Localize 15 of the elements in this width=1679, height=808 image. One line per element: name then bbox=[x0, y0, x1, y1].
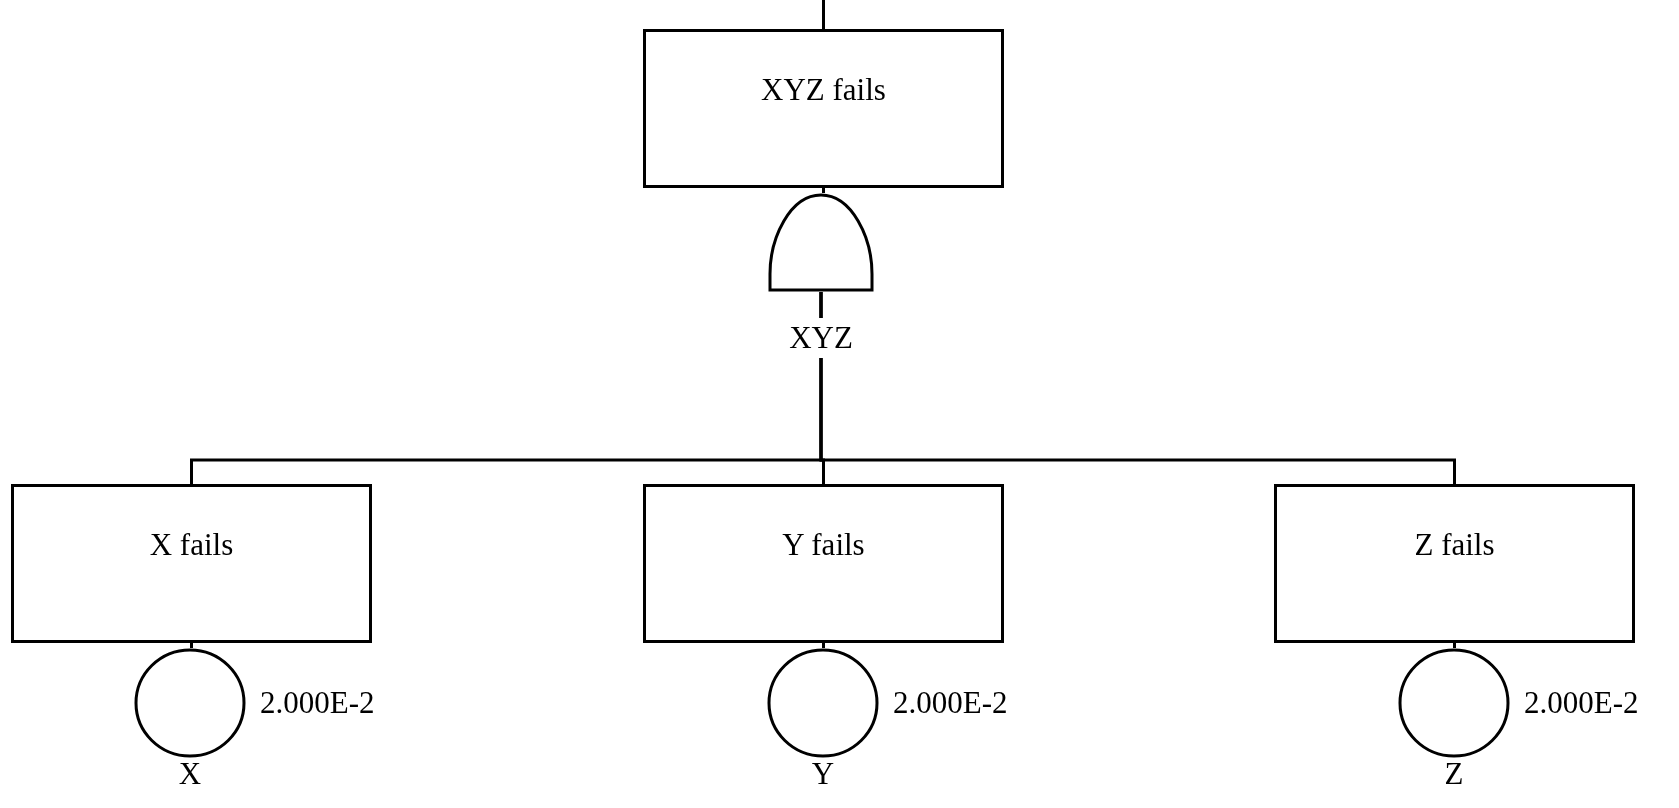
basic-event-circle bbox=[1398, 648, 1510, 758]
connector-line bbox=[819, 292, 1456, 484]
gate-name: XYZ bbox=[789, 318, 853, 358]
connector-line bbox=[1453, 643, 1456, 648]
connector-line bbox=[822, 643, 825, 648]
basic-event-circle bbox=[134, 648, 246, 758]
connector-line bbox=[822, 188, 825, 193]
event-box: X fails bbox=[11, 484, 372, 643]
event-box: XYZ fails bbox=[643, 29, 1004, 188]
connector-line bbox=[190, 643, 193, 648]
event-box: Y fails bbox=[643, 484, 1004, 643]
event-box: Z fails bbox=[1274, 484, 1635, 643]
and-gate bbox=[768, 193, 874, 292]
basic-event-circle bbox=[767, 648, 879, 758]
connector-line bbox=[822, 0, 825, 29]
